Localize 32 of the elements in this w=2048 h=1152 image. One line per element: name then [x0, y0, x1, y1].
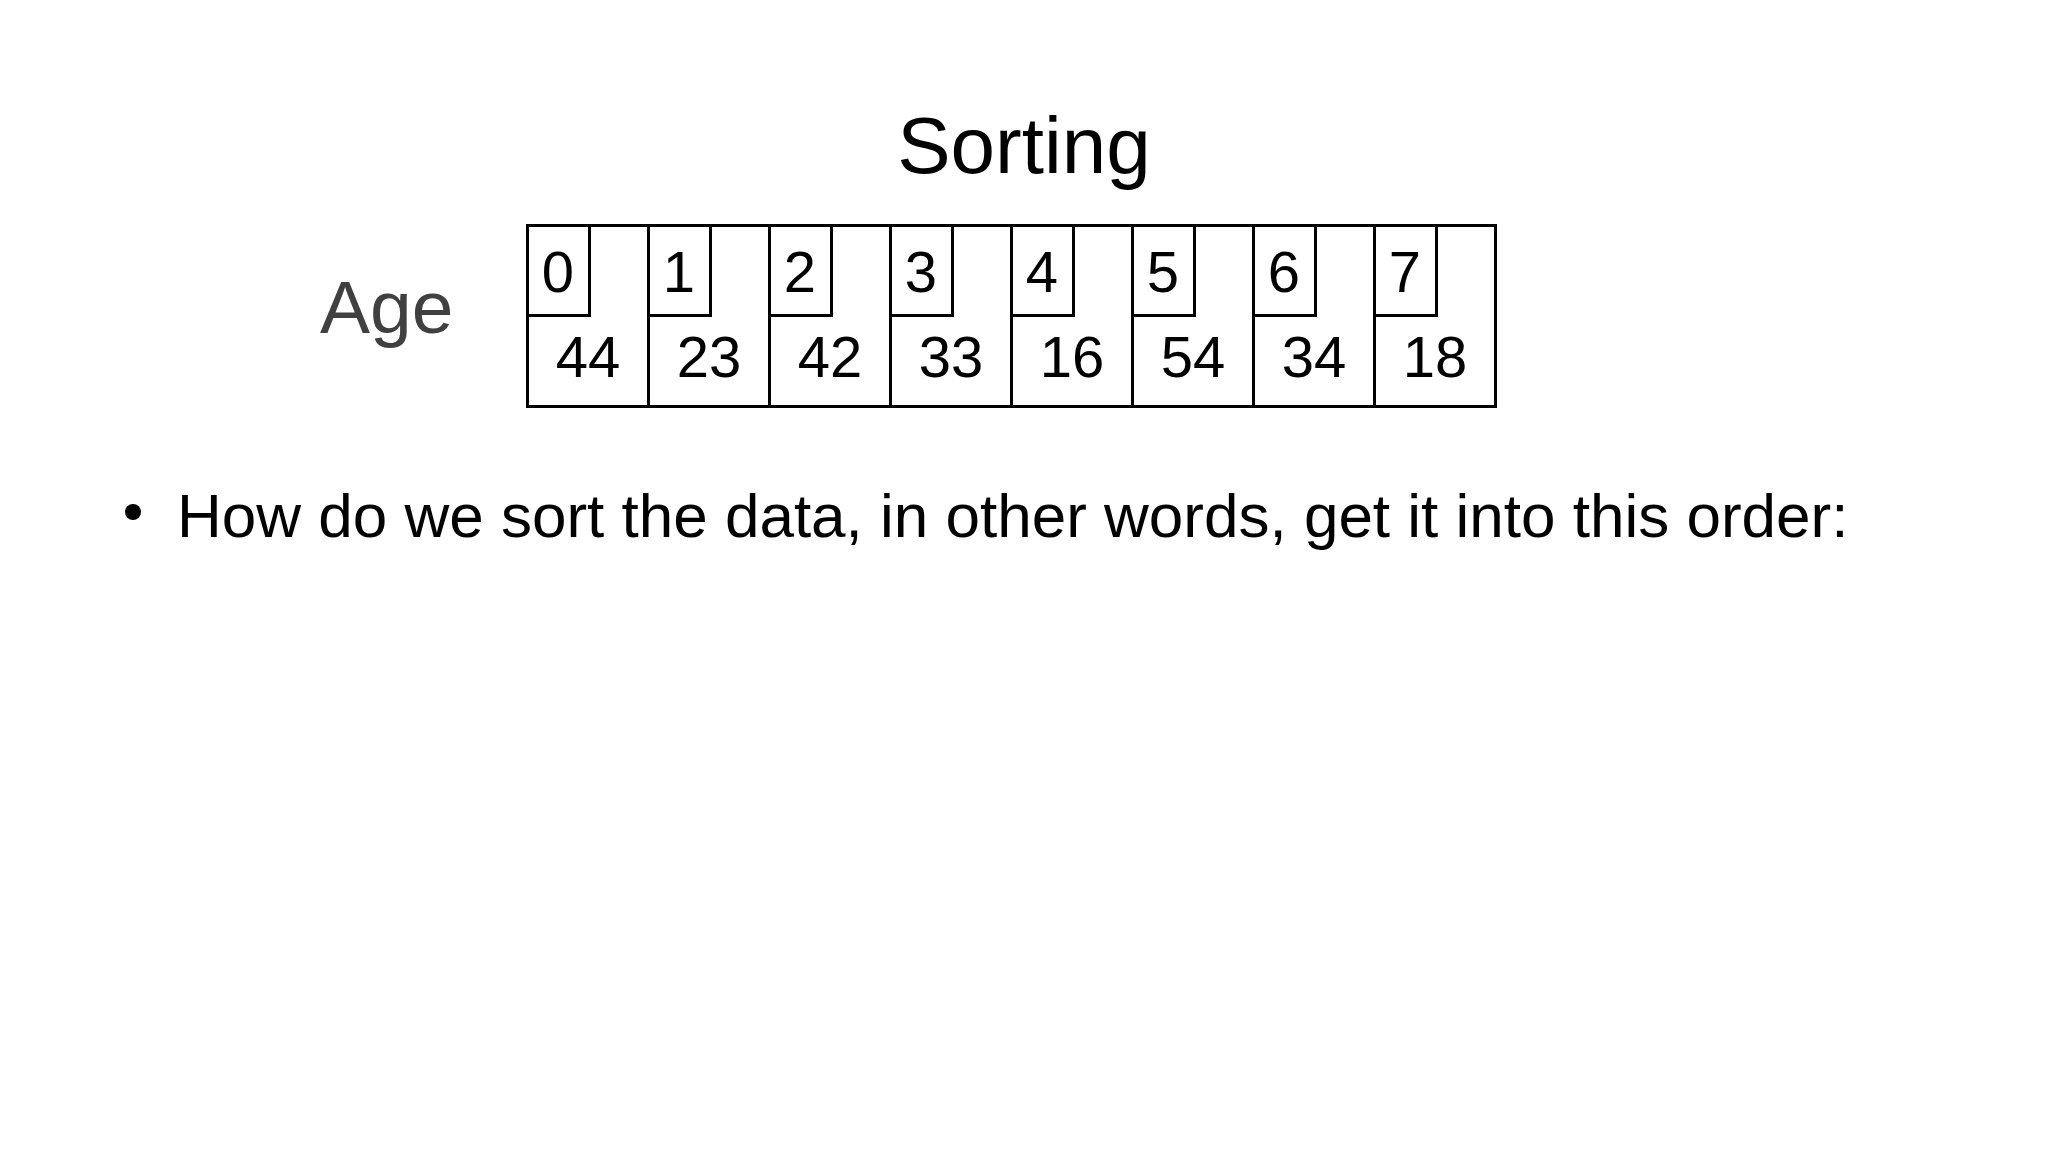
- array-value: 54: [1160, 328, 1226, 386]
- index-box: [1376, 227, 1438, 317]
- index-box: [650, 227, 712, 317]
- array-cell: [1131, 224, 1255, 408]
- array-cell: [768, 224, 892, 408]
- index-box: [771, 227, 833, 317]
- index-number: 2: [783, 243, 816, 301]
- array-value: 23: [676, 328, 742, 386]
- index-number: 1: [662, 243, 695, 301]
- array-value: 42: [797, 328, 863, 386]
- index-number: 0: [541, 243, 574, 301]
- array-cell: [647, 224, 771, 408]
- array-value: 18: [1402, 328, 1468, 386]
- index-box: [529, 227, 591, 317]
- index-number: 7: [1388, 243, 1421, 301]
- array-cell: [1252, 224, 1376, 408]
- index-number: 5: [1146, 243, 1179, 301]
- array-value: 16: [1039, 328, 1105, 386]
- index-number: 6: [1267, 243, 1300, 301]
- array-value: 34: [1281, 328, 1347, 386]
- index-number: 3: [904, 243, 937, 301]
- array-value: 44: [555, 328, 621, 386]
- array-cell: [889, 224, 1013, 408]
- array-value: 33: [918, 328, 984, 386]
- index-number: 4: [1025, 243, 1058, 301]
- index-box: [892, 227, 954, 317]
- array-cell: [526, 224, 650, 408]
- index-box: [1013, 227, 1075, 317]
- array-cell: [1373, 224, 1497, 408]
- index-box: [1134, 227, 1196, 317]
- index-box: [1255, 227, 1317, 317]
- array-cell: [1010, 224, 1134, 408]
